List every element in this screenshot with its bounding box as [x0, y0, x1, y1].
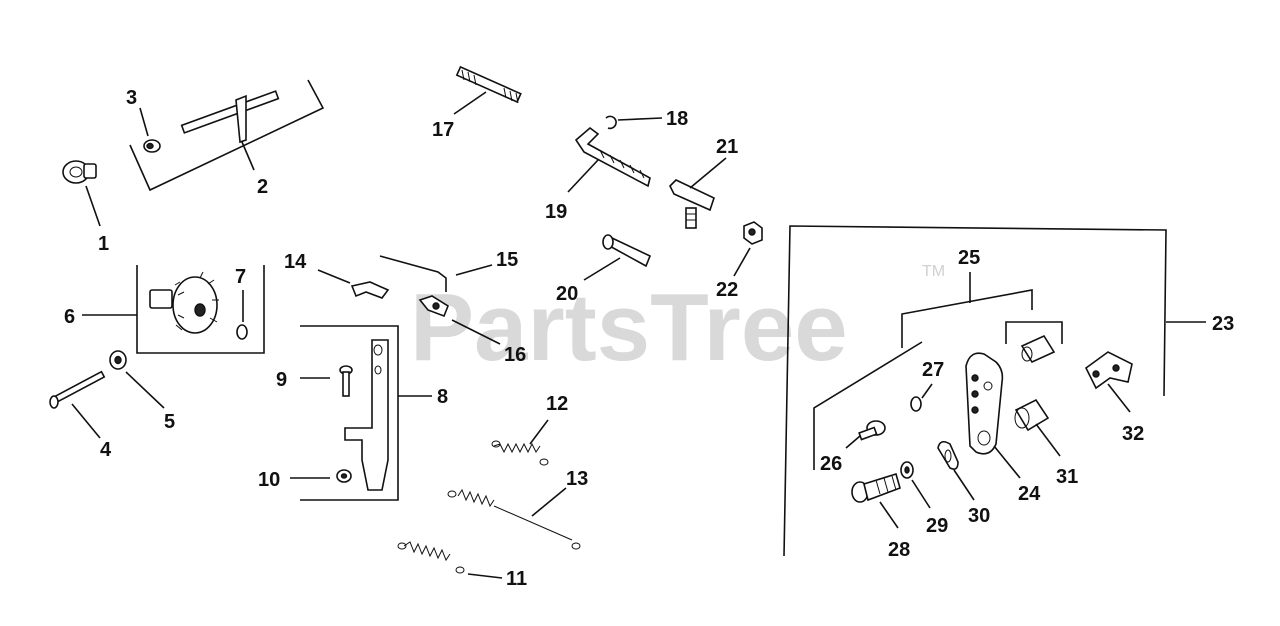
callout-30: 30: [968, 505, 990, 527]
callout-20: 20: [556, 283, 578, 305]
part-22-nut: [743, 221, 763, 245]
part-16-clip: [418, 295, 449, 318]
leader-20: [583, 257, 621, 281]
callout-28: 28: [888, 539, 910, 561]
callout-15: 15: [496, 249, 518, 271]
part-23-bracket-kit-outline: [783, 225, 1167, 557]
callout-26: 26: [820, 453, 842, 475]
part-4-pin: [49, 370, 106, 409]
leader-13: [531, 487, 567, 517]
part-7-washer: [236, 324, 248, 340]
callout-31: 31: [1056, 466, 1078, 488]
callout-2: 2: [257, 176, 268, 198]
part-24-plate: [965, 352, 1004, 455]
part-1-bolt: [62, 160, 97, 184]
leader-29: [911, 479, 931, 509]
part-9-screw: [339, 365, 353, 397]
leader-18: [617, 117, 663, 121]
leader-17: [453, 91, 487, 115]
leader-28: [879, 501, 899, 529]
callout-9: 9: [276, 369, 287, 391]
part-27-ring: [910, 396, 922, 412]
callout-18: 18: [666, 108, 688, 130]
part-20-sleeve: [602, 234, 652, 268]
callout-12: 12: [546, 393, 568, 415]
part-32-angle-bracket: [1084, 351, 1133, 390]
callout-22: 22: [716, 279, 738, 301]
callout-23: 23: [1212, 313, 1234, 335]
leader-27: [921, 383, 933, 399]
leader-4: [71, 403, 101, 439]
part-15-link-rod: [379, 255, 447, 292]
watermark-trademark: TM: [922, 263, 945, 280]
callout-24: 24: [1018, 483, 1041, 505]
leader-2: [241, 141, 255, 171]
leader-24: [993, 445, 1021, 479]
callout-8: 8: [437, 386, 448, 408]
leader-21: [689, 157, 727, 189]
leader-22: [733, 247, 751, 277]
callout-32: 32: [1122, 423, 1144, 445]
part-12-spring: [491, 440, 549, 466]
part-5-washer: [109, 350, 127, 370]
callout-27: 27: [922, 359, 944, 381]
part-30-gasket: [937, 440, 959, 470]
leader-19: [567, 159, 599, 193]
part-25-subkit-outline: [813, 272, 1063, 470]
leader-1: [85, 185, 101, 227]
watermark-text: PartsTree: [410, 274, 848, 381]
part-8-lever: [300, 325, 399, 501]
callout-17: 17: [432, 119, 454, 141]
leader-26: [845, 435, 861, 449]
callout-5: 5: [164, 411, 175, 433]
part-3-bushing: [143, 139, 161, 153]
part-10-nut: [336, 469, 352, 483]
callout-7: 7: [235, 266, 246, 288]
part-26-screw: [858, 420, 886, 441]
part-28-bolt: [851, 472, 901, 503]
part-21-swivel: [669, 179, 715, 229]
callout-29: 29: [926, 515, 948, 537]
callout-14: 14: [284, 251, 307, 273]
callout-13: 13: [566, 468, 588, 490]
leader-16: [451, 319, 501, 345]
callout-3: 3: [126, 87, 137, 109]
part-29-washer: [900, 461, 914, 479]
callout-16: 16: [504, 344, 526, 366]
part-19-threaded-rod: [574, 126, 651, 188]
part-2-shaft: [129, 79, 325, 192]
part-6-governor-gear: [136, 265, 265, 354]
leader-15: [455, 264, 493, 276]
callout-11: 11: [506, 568, 527, 590]
leader-14: [317, 269, 351, 284]
part-13-spring: [447, 488, 581, 550]
callout-10: 10: [258, 469, 280, 491]
callout-19: 19: [545, 201, 567, 223]
callout-21: 21: [716, 136, 738, 158]
part-31-bushing: [1014, 398, 1050, 432]
part-25-bushing: [1020, 334, 1056, 364]
callout-25: 25: [958, 247, 980, 269]
part-17-stud: [455, 65, 522, 104]
leader-12: [529, 419, 549, 445]
leader-30: [953, 469, 975, 501]
part-18-e-clip: [605, 115, 617, 130]
callout-1: 1: [98, 233, 109, 255]
callout-6: 6: [64, 306, 75, 328]
leader-5: [125, 371, 165, 409]
part-11-spring: [397, 541, 465, 574]
part-14-clip: [350, 281, 390, 299]
leader-31: [1035, 423, 1061, 457]
leader-11: [467, 573, 503, 579]
leader-3: [139, 107, 149, 137]
callout-4: 4: [100, 439, 112, 461]
leader-32: [1107, 383, 1131, 413]
